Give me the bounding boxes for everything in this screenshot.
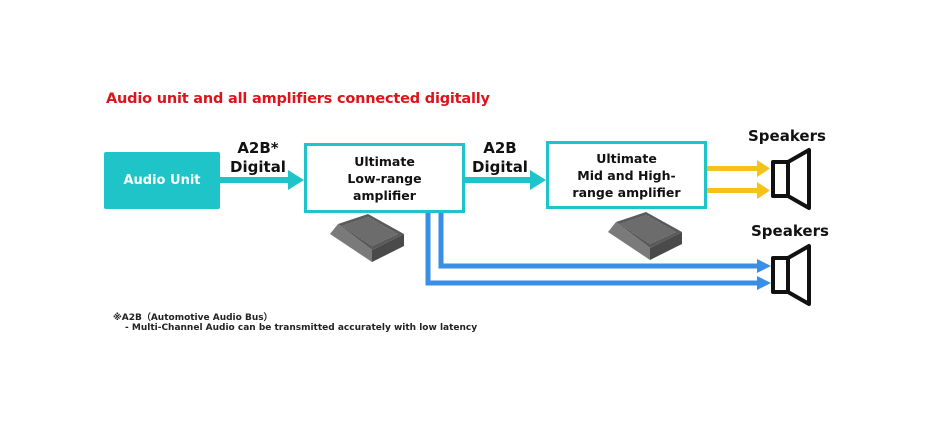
speakers-label-top: Speakers <box>748 127 826 145</box>
connection-label-2: A2B Digital <box>468 139 532 177</box>
speakers-label-bottom: Speakers <box>751 222 829 240</box>
amp-line: Mid and High- <box>577 167 676 183</box>
digital-arrow-2 <box>465 170 546 190</box>
digital-arrow-1 <box>220 170 304 190</box>
speaker-line-top-2 <box>707 182 770 199</box>
speaker-line-bottom-1 <box>438 213 771 273</box>
amp-line: amplifier <box>353 187 416 203</box>
speaker-icon <box>771 148 811 210</box>
audio-unit-label: Audio Unit <box>123 173 201 188</box>
amp-line: Ultimate <box>596 150 657 166</box>
speaker-icon <box>771 244 811 306</box>
low-range-amplifier-box: Ultimate Low-range amplifier <box>304 143 465 213</box>
amp-line: Low-range <box>347 170 422 186</box>
connection-type: Digital <box>230 158 286 176</box>
amp-line: range amplifier <box>572 184 681 200</box>
speaker-line-top-1 <box>707 160 770 177</box>
speaker-line-bottom-2 <box>425 213 771 290</box>
footnote-description: - Multi-Channel Audio can be transmitted… <box>125 323 478 333</box>
connection-type: Digital <box>472 158 528 176</box>
mid-high-range-amplifier-box: Ultimate Mid and High- range amplifier <box>546 141 707 209</box>
connection-protocol: A2B* <box>237 139 279 157</box>
connection-protocol: A2B <box>483 139 517 157</box>
diagram-title: Audio unit and all amplifiers connected … <box>106 91 490 107</box>
low-amp-device-image <box>330 214 404 262</box>
footnote-a2b: ※A2B（Automotive Audio Bus） <box>113 313 273 323</box>
amp-line: Ultimate <box>354 153 415 169</box>
mid-amp-device-image <box>608 212 682 260</box>
audio-unit-box: Audio Unit <box>104 152 220 209</box>
connection-label-1: A2B* Digital <box>228 139 288 177</box>
